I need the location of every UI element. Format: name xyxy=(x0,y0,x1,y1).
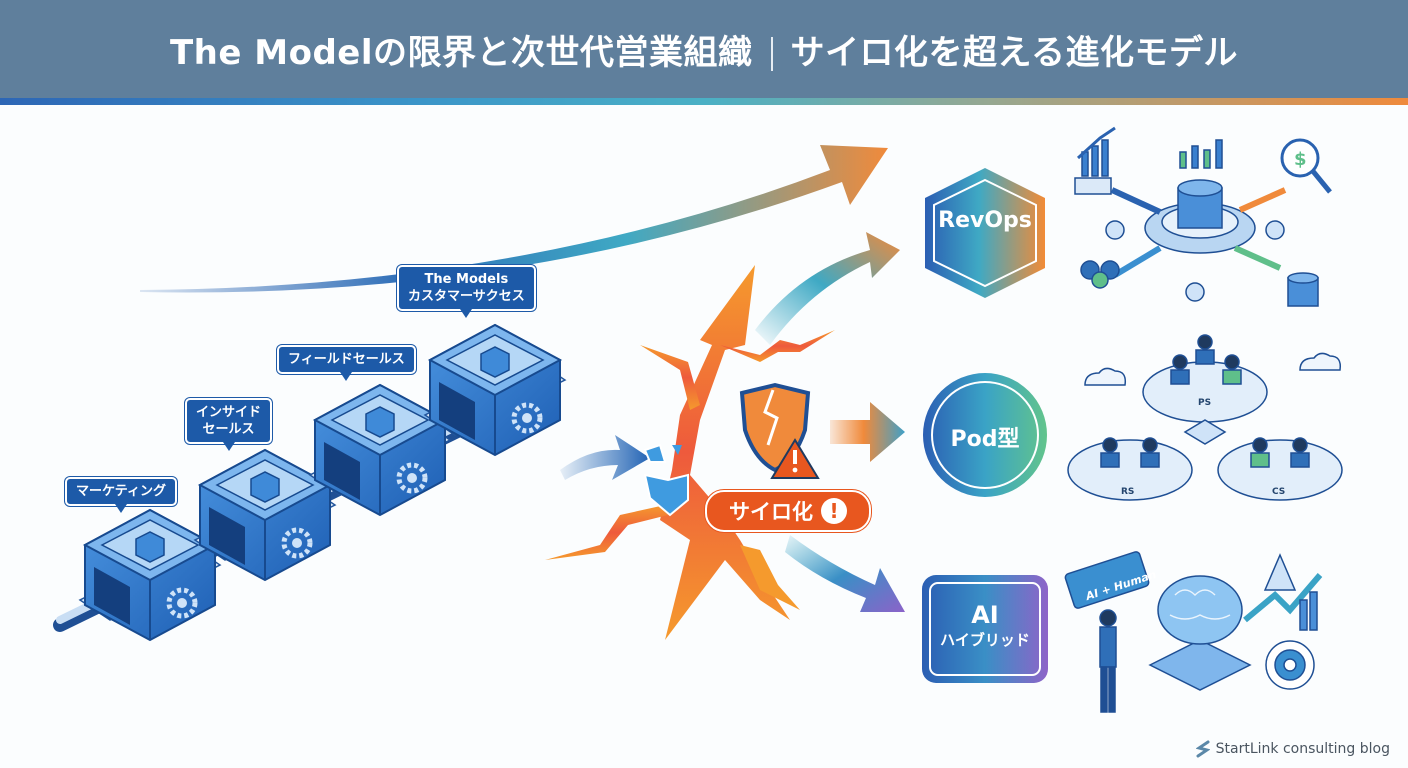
silo-warning-pill: サイロ化 ! xyxy=(705,490,871,532)
pod-badge xyxy=(923,373,1047,497)
broken-piece-icon xyxy=(643,443,689,517)
footer-brand: StartLink consulting blog xyxy=(1195,740,1390,758)
title-divider xyxy=(770,37,773,71)
page-title: The Modelの限界と次世代営業組織サイロ化を超える進化モデル xyxy=(170,25,1238,74)
flow-arrow-to-pod xyxy=(830,402,905,462)
stage-label-marketing: マーケティング xyxy=(65,477,177,513)
revops-illustration: $ xyxy=(1074,126,1332,307)
diagram-art: $ PS RS CS xyxy=(53,126,1343,713)
silo-label: サイロ化 xyxy=(729,500,813,524)
growth-arrow-main xyxy=(140,145,888,293)
exclamation-icon: ! xyxy=(821,498,847,524)
stage-label-inside-sales: インサイドセールス xyxy=(185,398,273,451)
title-left: The Modelの限界と次世代営業組織 xyxy=(169,32,753,73)
header-banner: The Modelの限界と次世代営業組織サイロ化を超える進化モデル xyxy=(0,0,1408,98)
svg-text:$: $ xyxy=(1294,149,1307,170)
flow-arrow-to-ai xyxy=(785,535,905,612)
stage-label-line1: The Models xyxy=(424,272,509,287)
brand-text: StartLink consulting blog xyxy=(1215,741,1390,757)
ai-hybrid-badge xyxy=(922,575,1048,683)
flow-arrow-to-revops xyxy=(755,232,900,345)
stage-label-text: マーケティング xyxy=(76,484,166,499)
stage-label-text: フィールドセールス xyxy=(288,352,405,367)
revops-badge xyxy=(925,168,1045,298)
gradient-accent-bar xyxy=(0,98,1408,105)
revops-label: RevOps xyxy=(938,208,1032,233)
stage-label-customer-success: The Models カスタマーサクセス xyxy=(397,265,536,318)
crack-graphic xyxy=(545,265,835,640)
pod-label: Pod型 xyxy=(950,427,1020,452)
startlink-logo-icon xyxy=(1195,740,1210,758)
stage-label-line1: インサイド xyxy=(196,405,262,420)
broken-shield-warning-icon xyxy=(739,382,820,479)
ai-label-line2: ハイブリッド xyxy=(940,631,1030,649)
stage-label-line2: セールス xyxy=(202,422,255,437)
pod-illustration xyxy=(1067,334,1343,501)
stage-label-field-sales: フィールドセールス xyxy=(277,345,416,381)
ai-label-line1: AI xyxy=(971,601,999,629)
pod-team-label-ps: PS xyxy=(1198,398,1211,408)
stage-label-line2: カスタマーサクセス xyxy=(408,289,525,304)
pod-team-label-cs: CS xyxy=(1272,487,1285,497)
pod-team-label-rs: RS xyxy=(1121,487,1134,497)
ai-illustration xyxy=(1064,551,1323,713)
diagram-canvas: $ PS RS CS xyxy=(0,105,1408,768)
title-right: サイロ化を超える進化モデル xyxy=(790,32,1239,73)
flow-arrow-into-break xyxy=(560,435,650,480)
